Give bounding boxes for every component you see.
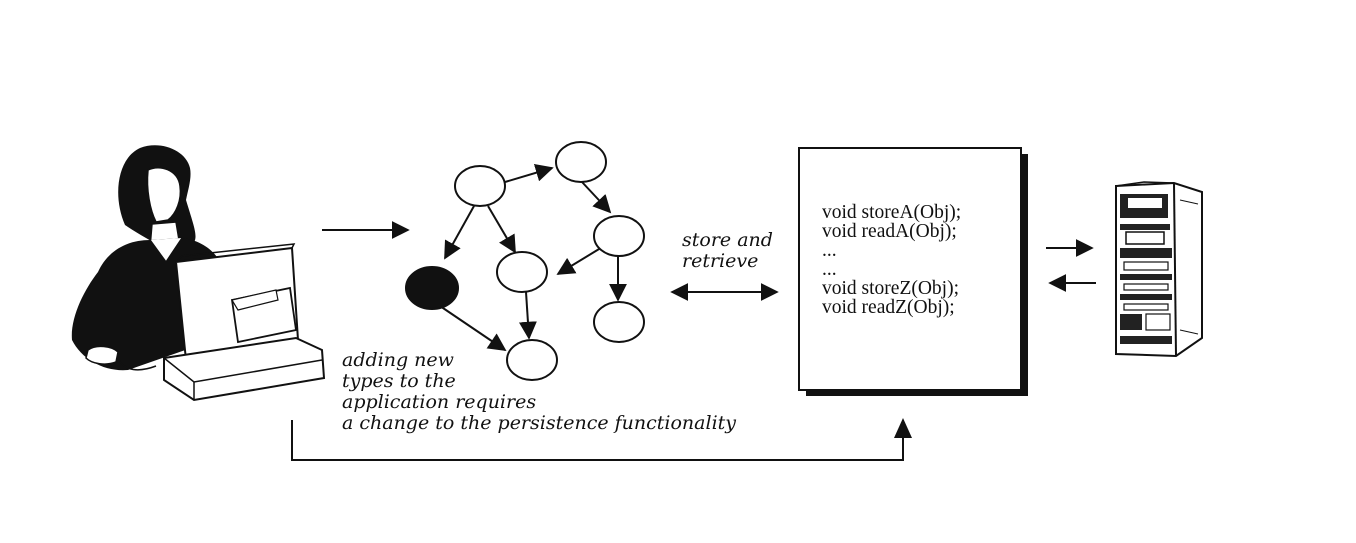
graph-node: [454, 165, 506, 207]
caption-line-2: types to the: [342, 370, 456, 392]
code-line-2: void readA(Obj);: [822, 221, 957, 242]
change-connector-line: [291, 420, 904, 461]
object-graph: [405, 141, 645, 381]
graph-edge: [518, 291, 537, 340]
code-box: [798, 147, 1028, 396]
person-at-computer-icon: [71, 145, 326, 402]
code-line-5: void storeZ(Obj);: [822, 278, 960, 299]
graph-edge: [556, 245, 605, 275]
store-retrieve-label: store and retrieve: [682, 230, 773, 272]
change-connector-arrowhead: [894, 418, 912, 438]
caption-line-1: adding new: [342, 349, 454, 371]
code-line-4: ...: [822, 259, 837, 280]
graph-edge: [487, 205, 516, 254]
graph-node: [593, 215, 645, 257]
code-line-6: void readZ(Obj);: [822, 297, 955, 318]
graph-edge: [439, 305, 507, 352]
graph-node: [555, 141, 607, 183]
caption-line-4: a change to the persistence functionalit…: [342, 412, 737, 434]
graph-node: [496, 251, 548, 293]
store-retrieve-line-1: store and: [682, 229, 773, 251]
graph-edge: [581, 181, 612, 214]
server-cabinet-icon: [1115, 181, 1203, 358]
code-line-3: ...: [822, 240, 837, 261]
graph-edge: [444, 205, 475, 260]
code-line-1: void storeA(Obj);: [822, 202, 962, 223]
code-box-text: void storeA(Obj); void readA(Obj); ... .…: [822, 202, 962, 318]
caption-text: adding new types to the application requ…: [342, 350, 736, 434]
graph-node: [593, 301, 645, 343]
store-retrieve-line-2: retrieve: [682, 250, 759, 272]
graph-node-new: [405, 266, 459, 310]
graph-edge: [504, 163, 554, 183]
graph-node: [506, 339, 558, 381]
caption-line-3: application requires: [342, 391, 537, 413]
